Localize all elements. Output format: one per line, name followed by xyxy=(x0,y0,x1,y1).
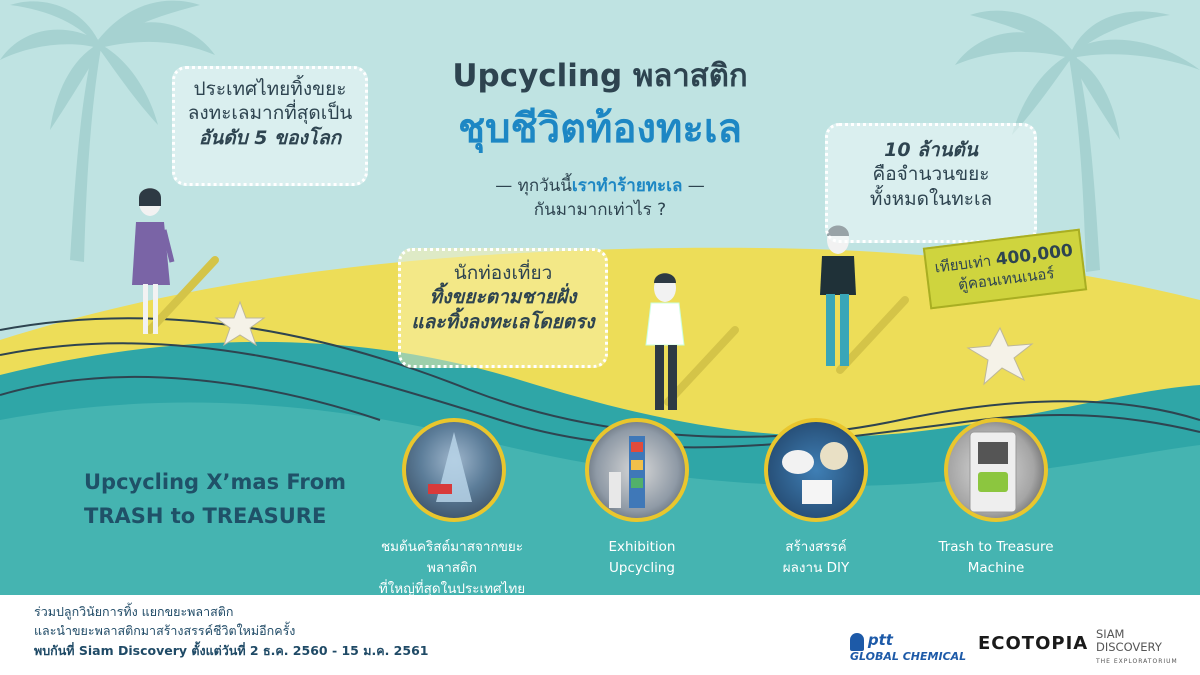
activity-photo-machine xyxy=(944,418,1048,522)
ptt-flame-icon xyxy=(850,633,864,651)
fact-box-thailand-rank: ประเทศไทยทิ้งขยะ ลงทะเลมากที่สุดเป็น อัน… xyxy=(172,66,368,186)
ptt-logo-top: ptt xyxy=(867,631,893,649)
activity-caption-3-line1: สร้างสรรค์ xyxy=(785,539,847,555)
siam-logo-mid: DISCOVERY xyxy=(1096,639,1162,654)
footer-line1: ร่วมปลูกวินัยการทิ้ง แยกขยะพลาสติก xyxy=(34,604,234,619)
activity-caption-christmas-tree: ชมต้นคริสต์มาสจากขยะพลาสติก ที่ใหญ่ที่สุ… xyxy=(357,537,547,600)
subtitle-suffix: — xyxy=(682,176,705,196)
palm-tree-right-icon xyxy=(955,10,1200,272)
fact-box2-line2: ทิ้งขยะตามชายฝั่ง xyxy=(429,286,577,309)
exhibition-photo-icon xyxy=(609,436,645,508)
fact-box1-line2: ลงทะเลมากที่สุดเป็น xyxy=(187,102,353,125)
diy-photo-icon xyxy=(782,442,848,504)
fact-box1-line1: ประเทศไทยทิ้งขยะ xyxy=(193,78,347,100)
activity-caption-exhibition: Exhibition Upcycling xyxy=(547,537,737,579)
fact-box-tourists: นักท่องเที่ยว ทิ้งขยะตามชายฝั่ง และทิ้งล… xyxy=(398,248,608,368)
footer-line3: พบกันที่ Siam Discovery ตั้งแต่วันที่ 2 … xyxy=(34,642,429,658)
siam-logo-bottom: THE EXPLORATORIUM xyxy=(1096,658,1178,666)
siam-discovery-logo: SIAM DISCOVERY THE EXPLORATORIUM xyxy=(1096,628,1178,666)
subtitle-prefix: — ทุกวันนี้ xyxy=(495,176,572,196)
ptt-global-chemical-logo: ptt GLOBAL CHEMICAL xyxy=(850,632,966,663)
footer-bar xyxy=(0,595,1200,675)
woman-figure-icon xyxy=(132,188,175,334)
fact-box2-line1: นักท่องเที่ยว xyxy=(453,262,553,284)
activity-caption-1-line2: ที่ใหญ่ที่สุดในประเทศไทย xyxy=(378,580,526,597)
fact-box2-line3: และทิ้งลงทะเลโดยตรง xyxy=(411,310,595,333)
starfish-right-icon xyxy=(966,326,1034,386)
activity-caption-diy: สร้างสรรค์ ผลงาน DIY xyxy=(721,537,911,579)
activity-photo-exhibition xyxy=(585,418,689,522)
event-title-line1: Upcycling X’mas From xyxy=(84,470,347,494)
activity-caption-2-line1: Exhibition xyxy=(608,539,676,555)
activity-caption-3-line2: ผลงาน DIY xyxy=(782,559,850,576)
subtitle-line1: — ทุกวันนี้เราทำร้ายทะเล — xyxy=(440,172,760,199)
ptt-logo-bottom: GLOBAL CHEMICAL xyxy=(850,650,967,663)
subtitle-emphasis: เราทำร้ายทะเล xyxy=(571,176,683,196)
page-title-line2: ชุบชีวิตท้องทะเล xyxy=(457,106,743,152)
fact-box3-line3: ทั้งหมดในทะเล xyxy=(869,187,993,210)
event-title-line2: TRASH to TREASURE xyxy=(84,503,327,528)
activity-caption-4-line1: Trash to Treasure xyxy=(938,539,1054,555)
siam-logo-top: SIAM xyxy=(1096,627,1125,641)
activity-photo-diy xyxy=(764,418,868,522)
activity-caption-4-line2: Machine xyxy=(967,559,1025,576)
fact-box3-line1: 10 ล้านตัน xyxy=(884,139,978,161)
activity-caption-1-line1: ชมต้นคริสต์มาสจากขยะพลาสติก xyxy=(380,539,524,576)
activity-caption-machine: Trash to Treasure Machine xyxy=(901,537,1091,579)
activity-photo-christmas-tree xyxy=(402,418,506,522)
ecotopia-logo: ECOTOPIA xyxy=(978,633,1089,654)
event-title: Upcycling X’mas From TRASH to TREASURE xyxy=(84,466,346,533)
page-title-line1: Upcycling พลาสติก xyxy=(452,58,748,94)
fact-box3-line2: คือจำนวนขยะ xyxy=(872,163,990,186)
activity-caption-2-line2: Upcycling xyxy=(609,559,675,576)
starfish-left-icon xyxy=(214,300,266,347)
christmas-tree-photo-icon xyxy=(428,432,472,502)
footer-text: ร่วมปลูกวินัยการทิ้ง แยกขยะพลาสติก และนำ… xyxy=(34,602,428,660)
fact-box1-line3: อันดับ 5 ของโลก xyxy=(198,126,342,149)
palm-tree-left-icon xyxy=(0,0,215,262)
footer-line2: และนำขยะพลาสติกมาสร้างสรรค์ชีวิตใหม่อีกค… xyxy=(34,623,296,639)
machine-photo-icon xyxy=(969,431,1017,513)
fact-box-tonnage: 10 ล้านตัน คือจำนวนขยะ ทั้งหมดในทะเล xyxy=(825,123,1037,243)
subtitle-line2: กันมามากเท่าไร ? xyxy=(533,200,667,220)
man-center-figure-icon xyxy=(645,273,685,410)
